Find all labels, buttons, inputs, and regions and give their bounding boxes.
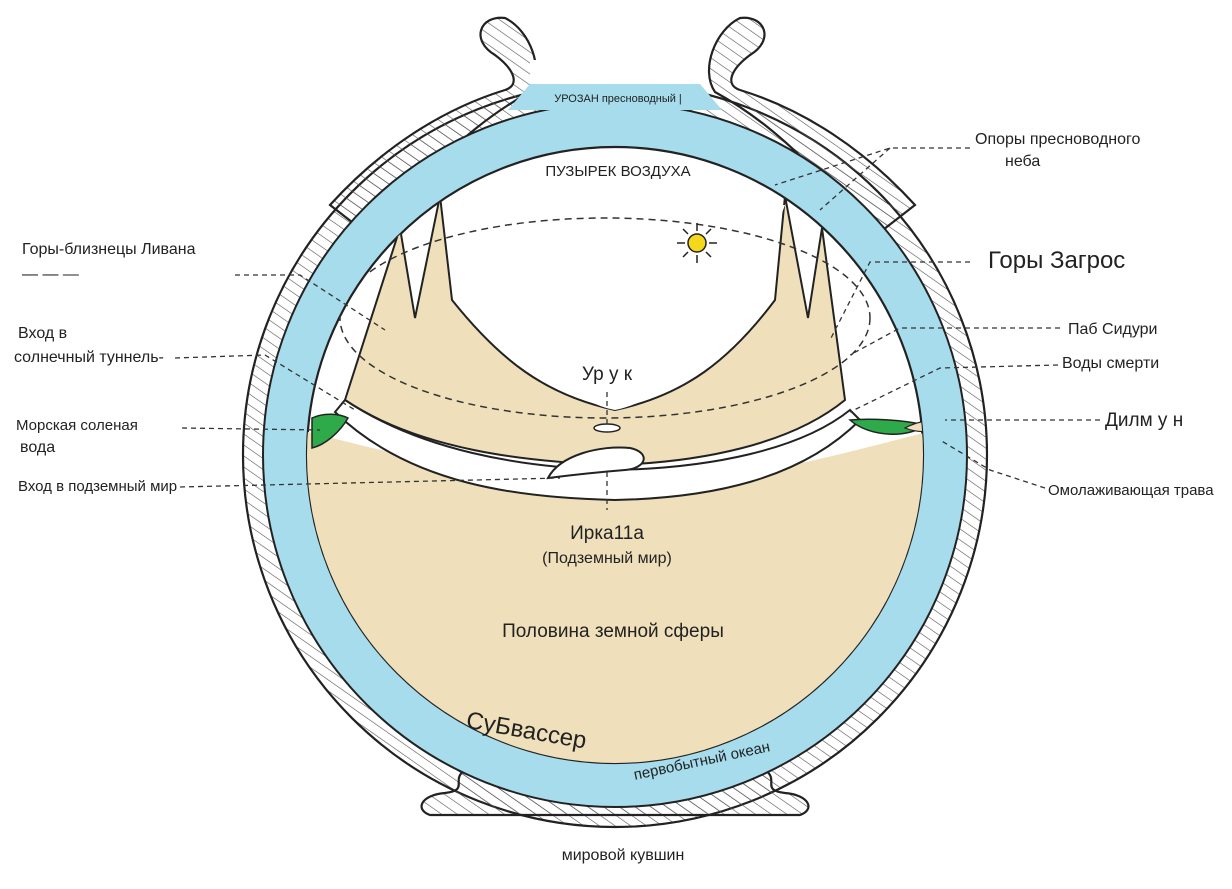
air-bowl (445, 205, 785, 410)
label-dilmun: Дилм у н (1105, 410, 1183, 431)
sun-path (339, 217, 871, 419)
label-zagros: Горы Загрос (988, 247, 1125, 274)
label-supports-2: неба (1005, 153, 1040, 170)
uruk-mound (593, 423, 621, 433)
label-irkalla: Ирка11а (570, 523, 644, 544)
underworld-cave (546, 446, 645, 480)
jar-mouth (530, 60, 700, 88)
label-irkalla-sub: (Подземный мир) (542, 550, 672, 567)
label-siduri: Паб Сидури (1068, 321, 1158, 338)
mountains (343, 195, 847, 467)
label-salt-sea-1: Морская соленая (16, 417, 138, 434)
freshwater-top (508, 84, 722, 110)
label-salt-sea-2: вода (20, 439, 55, 456)
label-lebanon-dashes: — — — (22, 266, 79, 283)
label-world-jar: мировой кувшин (562, 847, 685, 864)
dilmun-island (903, 420, 923, 433)
label-supports-1: Опоры пресноводного (975, 131, 1140, 148)
label-earth-half: Половина земной сферы (502, 621, 724, 642)
label-herb: Омолаживающая трава (1048, 482, 1214, 499)
label-sun-tunnel-2: солнечный туннель- (14, 349, 164, 366)
label-death-waters: Воды смерти (1062, 355, 1159, 372)
salt-sea-left (311, 413, 350, 449)
label-lebanon: Горы-близнецы Ливана (22, 241, 196, 258)
label-sun-tunnel-1: Вход в (18, 325, 67, 342)
earth-half (307, 430, 923, 763)
sun-icon (677, 223, 717, 263)
jar-neck-right (707, 16, 917, 242)
leader-lines (174, 147, 1100, 510)
label-air-bubble: ПУЗЫРЕК ВОЗДУХА (545, 163, 690, 180)
label-freshwater-ocean: УРОЗАН пресноводный | (554, 93, 682, 105)
label-underworld-entrance: Вход в подземный мир (18, 478, 177, 495)
label-uruk: Ур у к (582, 364, 633, 385)
salt-sea-right (848, 418, 923, 435)
